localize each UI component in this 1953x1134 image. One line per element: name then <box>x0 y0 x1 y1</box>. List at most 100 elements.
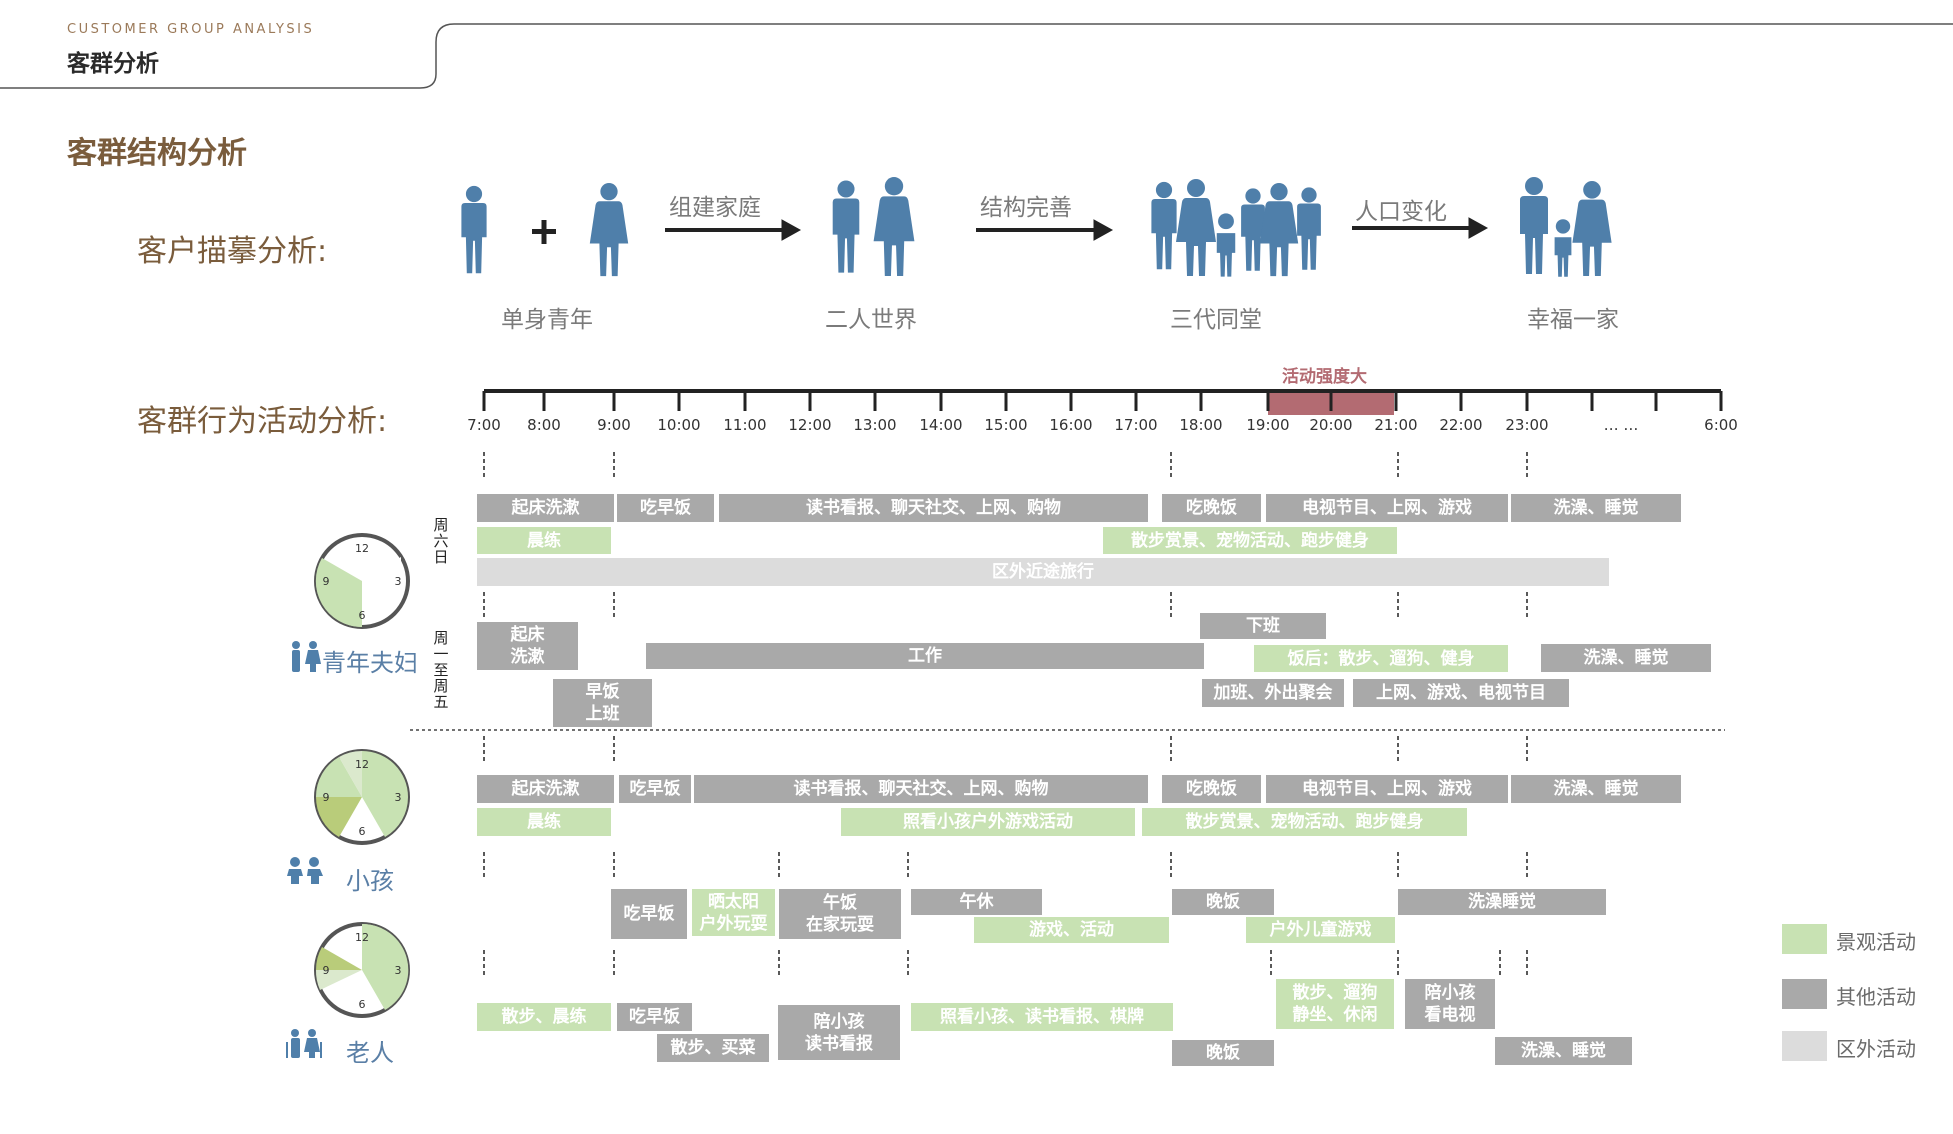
stage-label: 单身青年 <box>501 307 593 333</box>
activity-bar: 洗澡睡觉 <box>1398 889 1606 915</box>
axis-tick-label: 6:00 <box>1704 416 1738 434</box>
axis-tick-label: 10:00 <box>657 416 701 434</box>
activity-bar: 午休 <box>911 889 1042 915</box>
activity-bar: 吃早饭 <box>619 775 691 803</box>
activity-bar: 起床洗漱 <box>477 494 614 522</box>
stage-label: 二人世界 <box>825 307 917 333</box>
axis-tick-label: 7:00 <box>467 416 501 434</box>
activity-bar: 晚饭 <box>1172 889 1274 915</box>
activity-bar: 工作 <box>646 643 1204 669</box>
persona-child-label: 小孩 <box>346 867 394 895</box>
svg-text:6: 6 <box>359 825 366 838</box>
header-subtitle-en: CUSTOMER GROUP ANALYSIS <box>67 22 315 37</box>
transition-arrows <box>665 217 1489 241</box>
activity-bar: 陪小孩看电视 <box>1405 979 1495 1029</box>
elder-icon <box>286 1029 322 1058</box>
axis-tick-label: 21:00 <box>1374 416 1418 434</box>
activity-bar: 饭后：散步、遛狗、健身 <box>1254 645 1508 672</box>
svg-text:3: 3 <box>395 575 402 588</box>
bar-text: 洗漱 <box>510 647 545 667</box>
bar-text: 读书看报 <box>805 1033 873 1054</box>
activity-bar: 起床洗漱 <box>477 622 578 670</box>
clock-elder: 12 3 6 9 <box>314 922 410 1018</box>
couple-icon <box>292 641 321 672</box>
plus-icon <box>532 220 556 244</box>
bar-text: 午饭 <box>823 893 857 913</box>
activity-bar: 散步、买菜 <box>657 1034 769 1062</box>
bar-text: 早饭 <box>585 682 620 702</box>
bar-text: 晒太阳 <box>708 891 759 912</box>
header-title: 客群分析 <box>67 51 159 77</box>
activity-bar: 晨练 <box>477 527 611 554</box>
activity-bar: 吃早饭 <box>611 889 687 939</box>
svg-text:3: 3 <box>395 964 402 977</box>
svg-text:12: 12 <box>355 542 369 555</box>
weekend-label: 周六日 <box>433 516 449 566</box>
axis-tick-label: 17:00 <box>1114 416 1158 434</box>
bar-text: 静坐、休闲 <box>1292 1005 1378 1025</box>
axis-tick-label: 14:00 <box>919 416 963 434</box>
activity-bar: 吃晚饭 <box>1162 494 1261 522</box>
legend-label: 其他活动 <box>1836 985 1916 1009</box>
activity-bar: 区外近途旅行 <box>477 558 1609 586</box>
family-figures <box>461 177 1612 277</box>
activity-label: 客群行为活动分析: <box>137 404 388 439</box>
legend-label: 景观活动 <box>1836 930 1916 954</box>
activity-bar: 下班 <box>1200 613 1326 639</box>
legend-swatch-scenic <box>1782 924 1827 954</box>
activity-bar: 晚饭 <box>1172 1040 1274 1066</box>
bar-text: 散步、遛狗 <box>1292 983 1378 1003</box>
axis-tick-label: 20:00 <box>1309 416 1353 434</box>
activity-bar: 洗澡、睡觉 <box>1495 1037 1632 1065</box>
activity-bar: 电视节目、上网、游戏 <box>1266 494 1508 522</box>
activity-bar: 散步赏景、宠物活动、跑步健身 <box>1142 808 1467 836</box>
svg-text:9: 9 <box>323 791 330 804</box>
activity-bar: 游戏、活动 <box>974 917 1169 943</box>
svg-text:12: 12 <box>355 931 369 944</box>
activity-bar: 散步、晨练 <box>477 1003 611 1031</box>
header-frame-line <box>0 23 1953 89</box>
persona-young-label: 青年夫妇 <box>322 649 418 677</box>
bar-text: 起床 <box>510 625 545 645</box>
svg-text:9: 9 <box>323 575 330 588</box>
axis-tick-label: 18:00 <box>1179 416 1223 434</box>
activity-bar: 起床洗漱 <box>477 775 614 803</box>
section-title: 客群结构分析 <box>67 136 247 171</box>
activity-bar: 加班、外出聚会 <box>1202 679 1344 707</box>
activity-bar: 早饭上班 <box>553 679 652 727</box>
axis-tick-label: 11:00 <box>723 416 767 434</box>
clock-child: 12 3 6 9 <box>314 749 410 845</box>
stage-label: 三代同堂 <box>1170 307 1262 333</box>
axis-tick-label: 9:00 <box>597 416 631 434</box>
bar-text: 户外玩耍 <box>699 913 768 934</box>
svg-text:6: 6 <box>359 609 366 622</box>
clock-young: 12 3 6 9 <box>314 533 410 629</box>
transition-label: 结构完善 <box>980 195 1072 221</box>
legend-label: 区外活动 <box>1836 1037 1916 1061</box>
intensity-label: 活动强度大 <box>1282 367 1367 387</box>
axis-tick-label: 23:00 <box>1505 416 1549 434</box>
stage-label: 幸福一家 <box>1527 307 1619 333</box>
transition-label: 人口变化 <box>1355 199 1447 225</box>
axis-tick-label: 19:00 <box>1246 416 1290 434</box>
axis-tick-label: 16:00 <box>1049 416 1093 434</box>
activity-bar: 晨练 <box>477 808 611 836</box>
axis-tick-label: 8:00 <box>527 416 561 434</box>
children-icon <box>287 857 323 884</box>
activity-bar: 散步、遛狗静坐、休闲 <box>1276 979 1394 1029</box>
axis-tick-label: … … <box>1603 416 1639 434</box>
activity-bar: 陪小孩读书看报 <box>778 1005 900 1060</box>
bar-text: 看电视 <box>1424 1005 1476 1025</box>
activity-bar: 照看小孩户外游戏活动 <box>841 808 1135 836</box>
axis-tick-label: 15:00 <box>984 416 1028 434</box>
activity-bar: 晒太阳户外玩耍 <box>692 889 775 936</box>
legend-swatch-offsite <box>1782 1031 1827 1061</box>
activity-bar: 电视节目、上网、游戏 <box>1266 775 1508 803</box>
svg-text:9: 9 <box>323 964 330 977</box>
svg-text:3: 3 <box>395 791 402 804</box>
profile-label: 客户描摹分析: <box>137 234 328 269</box>
bar-text: 在家玩耍 <box>806 915 874 935</box>
activity-bar: 散步赏景、宠物活动、跑步健身 <box>1103 527 1397 554</box>
activity-bar: 吃早饭 <box>617 494 714 522</box>
